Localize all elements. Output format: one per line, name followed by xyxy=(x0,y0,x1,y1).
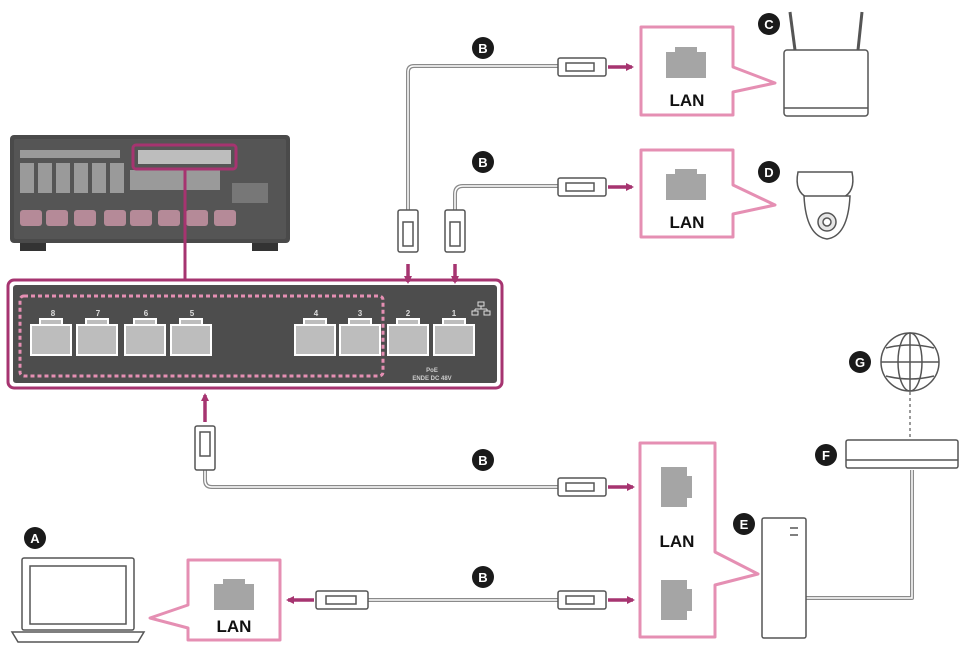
power-label: ENDE DC 48V xyxy=(412,376,451,382)
rj45-plug-icon xyxy=(194,425,216,471)
port-label-1: 1 xyxy=(452,309,457,318)
laptop-icon xyxy=(10,557,146,643)
lan-port-icon xyxy=(30,318,72,356)
lan-port-icon xyxy=(124,318,166,356)
lan-port-icon xyxy=(666,169,706,200)
lan-port-icon xyxy=(170,318,212,356)
svg-text:B: B xyxy=(478,155,487,170)
callout-d: D xyxy=(758,161,780,183)
rj45-plug-icon xyxy=(557,590,607,610)
callout-b-camera: B xyxy=(472,151,494,173)
port-label-7: 7 xyxy=(96,309,101,318)
lan-port-icon xyxy=(387,318,429,356)
callout-f: F xyxy=(815,444,837,466)
callout-b-laptop: B xyxy=(472,566,494,588)
svg-text:A: A xyxy=(30,531,40,546)
svg-text:E: E xyxy=(740,517,749,532)
port-label-4: 4 xyxy=(314,309,319,318)
rj45-plug-icon xyxy=(557,57,607,77)
av-receiver-rear xyxy=(10,135,290,280)
rj45-plug-icon xyxy=(557,177,607,197)
lan-label-camera: LAN xyxy=(670,213,705,232)
svg-text:D: D xyxy=(764,165,773,180)
plugs xyxy=(194,57,607,610)
lan-port-icon xyxy=(433,318,475,356)
network-device-icon xyxy=(845,439,959,469)
svg-text:C: C xyxy=(764,17,774,32)
callout-g: G xyxy=(849,351,871,373)
lan-label-server: LAN xyxy=(660,532,695,551)
port-group-highlight xyxy=(18,294,385,378)
router-icon xyxy=(783,11,869,117)
poe-label: PoE xyxy=(426,368,438,374)
rj45-plug-icon xyxy=(557,477,607,497)
callout-e: E xyxy=(733,513,755,535)
svg-text:B: B xyxy=(478,570,487,585)
server-tower-icon xyxy=(761,517,807,639)
network-symbol-icon xyxy=(471,301,491,316)
callout-a: A xyxy=(24,527,46,549)
port-label-6: 6 xyxy=(144,309,149,318)
ethernet-switch-panel xyxy=(6,278,504,390)
lan-port-icon xyxy=(661,580,692,620)
rj45-plug-icon xyxy=(444,209,466,253)
port-label-8: 8 xyxy=(51,309,56,318)
rj45-plug-icon xyxy=(315,590,369,610)
callout-b-server: B xyxy=(472,449,494,471)
lan-callout-server xyxy=(638,441,760,639)
lan-port-icon xyxy=(666,47,706,78)
connection-arrows xyxy=(201,63,635,604)
lan-label-router: LAN xyxy=(670,91,705,110)
callout-b-top: B xyxy=(472,37,494,59)
svg-text:F: F xyxy=(822,448,830,463)
callout-c: C xyxy=(758,13,780,35)
lan-callout-laptop xyxy=(148,558,282,642)
svg-text:B: B xyxy=(478,41,487,56)
lan-callout-router xyxy=(639,25,777,117)
port-label-3: 3 xyxy=(358,309,363,318)
svg-text:B: B xyxy=(478,453,487,468)
port-label-2: 2 xyxy=(406,309,411,318)
port-label-5: 5 xyxy=(190,309,195,318)
rj45-plug-icon xyxy=(397,209,419,253)
security-camera-icon xyxy=(796,171,854,240)
lan-port-icon xyxy=(339,318,381,356)
lan-callout-camera xyxy=(639,148,777,239)
lan-port-icon xyxy=(294,318,336,356)
lan-port-icon xyxy=(661,467,692,507)
globe-icon xyxy=(880,332,940,392)
svg-text:G: G xyxy=(855,355,865,370)
switch-ports xyxy=(30,318,475,356)
lan-port-icon xyxy=(76,318,118,356)
lan-port-icon xyxy=(214,579,254,610)
lan-label-laptop: LAN xyxy=(217,617,252,636)
